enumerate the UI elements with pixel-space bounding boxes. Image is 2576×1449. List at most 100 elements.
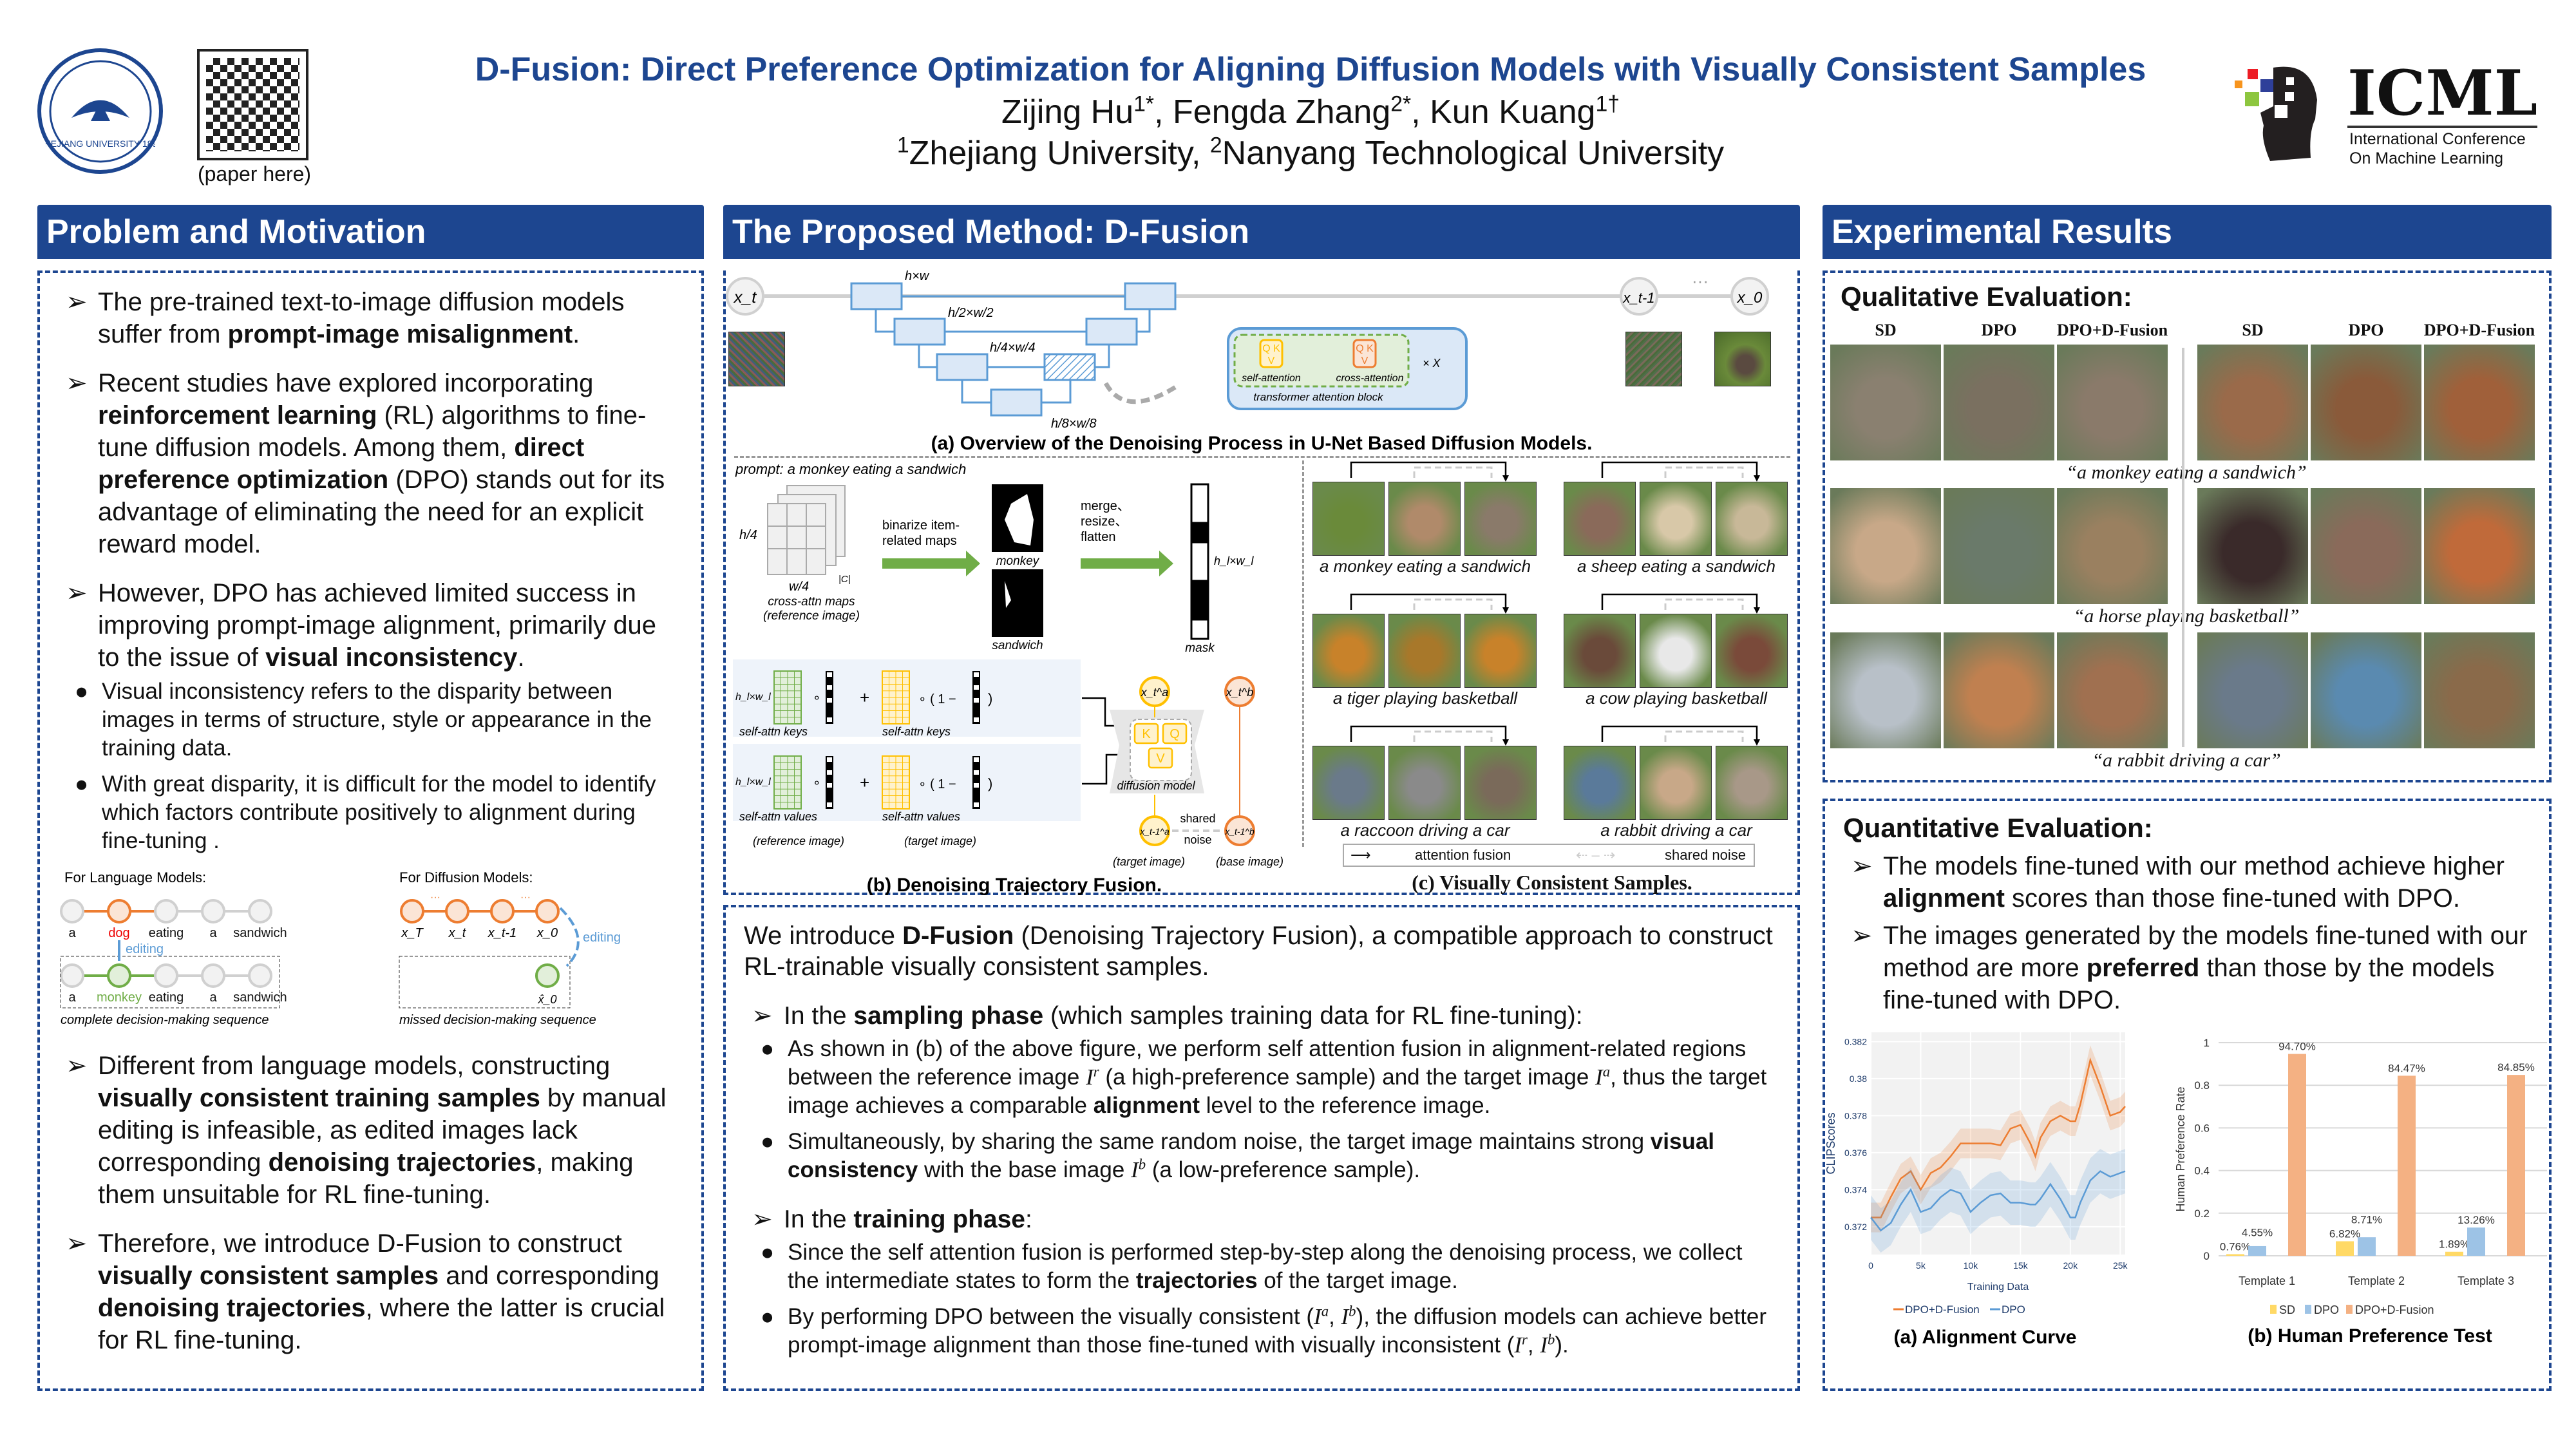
x-tick-label: 10k xyxy=(1964,1260,1979,1271)
text-segment: Nanyang Technological University xyxy=(1222,135,1725,172)
legend-label: DPO+D-Fusion xyxy=(1905,1303,1980,1316)
legend-shared-noise: shared noise xyxy=(1665,847,1746,863)
arrowhead xyxy=(1502,607,1509,614)
attention-fusion-arrow xyxy=(1350,725,1507,742)
sample-caption: a raccoon driving a car xyxy=(1340,820,1510,840)
sandwich-map-label: sandwich xyxy=(992,639,1043,652)
text-segment: 1 xyxy=(896,133,909,158)
zju-logo: ZHEJIANG UNIVERSITY 1897 xyxy=(37,48,163,174)
token-label: eating xyxy=(149,990,184,1005)
text-segment: However, DPO has achieved limited succes… xyxy=(98,579,657,672)
sample-image xyxy=(1640,746,1712,820)
section-heading-method: The Proposed Method: D-Fusion xyxy=(723,205,1800,259)
image-x0-monkey xyxy=(1714,332,1771,386)
text-segment: b xyxy=(1547,1331,1555,1348)
bar-dpo xyxy=(2248,1245,2266,1256)
ellipsis: ··· xyxy=(1692,271,1709,290)
figure-c-legend: ⟶attention fusion⇠ ‒ ⇢shared noise xyxy=(1343,844,1755,867)
bold-text: visual consistency xyxy=(788,1129,1715,1182)
text-segment: I xyxy=(1514,1332,1522,1358)
one-minus-op: ∘ ( 1 − xyxy=(918,777,956,791)
generated-image xyxy=(1944,345,2054,460)
fusion-arrows xyxy=(1350,461,1509,482)
attention-fusion-arrow xyxy=(1601,725,1758,742)
text-segment: I xyxy=(1540,1332,1548,1358)
edited-label: x̂_0 xyxy=(537,993,556,1006)
qual-separator xyxy=(2182,348,2184,747)
text-segment: I xyxy=(1314,1304,1321,1329)
y-axis-label: Human Preference Rate xyxy=(2174,1086,2187,1211)
mask-cell xyxy=(974,802,979,807)
bar-dpo-d-fusion xyxy=(2398,1075,2416,1256)
data-label: 94.70% xyxy=(2278,1041,2316,1053)
data-label: 1.89% xyxy=(2439,1238,2470,1251)
text-segment: b xyxy=(1349,1303,1356,1320)
qr-code[interactable] xyxy=(197,49,308,160)
dim-label: h/4×w/4 xyxy=(990,341,1036,355)
text-segment: I xyxy=(1086,1065,1094,1090)
text-segment: 1* xyxy=(1133,91,1155,117)
generated-image xyxy=(2197,632,2308,748)
token-label: sandwich xyxy=(233,990,287,1005)
text-segment: a xyxy=(1602,1063,1611,1080)
sub-bullet: ●As shown in (b) of the above figure, we… xyxy=(761,1036,1767,1118)
text-segment: , xyxy=(1329,1304,1341,1329)
text-segment: r xyxy=(1093,1063,1099,1080)
mask-cell xyxy=(974,757,979,762)
mask-cell xyxy=(827,770,832,775)
flatten-label: flatten xyxy=(1081,530,1115,544)
text-segment: Zhejiang University, xyxy=(909,135,1210,172)
v-label: V xyxy=(1156,752,1165,766)
sequence-box xyxy=(399,956,571,1009)
v-label: V xyxy=(1361,355,1368,366)
sub-bullet: ●With great disparity, it is difficult f… xyxy=(75,772,656,853)
data-label: 6.82% xyxy=(2329,1227,2360,1240)
monkey-map-label: monkey xyxy=(996,554,1040,568)
bold-text: training phase xyxy=(853,1206,1025,1233)
x-tick-label: 5k xyxy=(1916,1260,1926,1271)
token-node xyxy=(201,963,225,988)
attention-fusion-arrow xyxy=(1350,461,1507,478)
x-tick-label: 25k xyxy=(2113,1260,2128,1271)
text-segment: Visual inconsistency refers to the dispa… xyxy=(102,679,652,761)
generated-image xyxy=(1830,488,1941,604)
text-segment: In the xyxy=(784,1002,854,1030)
qr-caption: (paper here) xyxy=(197,162,312,185)
bold-text: visually consistent samples xyxy=(98,1262,439,1290)
token-label: eating xyxy=(149,926,184,940)
zju-logo-text: ZHEJIANG UNIVERSITY 1897 xyxy=(46,138,155,149)
y-tick-label: 0.4 xyxy=(2194,1165,2210,1177)
plus-op: + xyxy=(860,688,869,707)
q-label: Q xyxy=(1170,727,1180,741)
text-segment: The models fine-tuned with our method ac… xyxy=(1883,852,2505,880)
state-node xyxy=(535,899,560,923)
reference-image-label: (reference image) xyxy=(753,835,844,848)
dim-label: h/2×w/2 xyxy=(948,306,994,320)
method-label: DPO+D-Fusion xyxy=(2056,321,2168,339)
legend-dashed-arrow-icon: ⇠ ‒ ⇢ xyxy=(1576,847,1616,863)
y-tick-label: 0 xyxy=(2204,1250,2210,1262)
sample-image xyxy=(1716,482,1788,556)
shared-noise-arrow xyxy=(1413,730,1493,742)
merge-label: merge、 xyxy=(1081,499,1130,513)
bold-text: preferred xyxy=(2086,954,2200,982)
qualitative-section xyxy=(1823,270,2552,782)
method-figure-box xyxy=(723,270,1800,895)
bold-text: trajectories xyxy=(1135,1268,1258,1293)
generated-image xyxy=(2311,632,2421,748)
bold-text: visually consistent training samples xyxy=(98,1084,540,1112)
noise-label: noise xyxy=(1184,833,1211,846)
generated-image xyxy=(2311,345,2421,460)
generated-image xyxy=(2424,488,2535,604)
data-label: 0.76% xyxy=(2220,1240,2251,1253)
sequence-box xyxy=(60,956,280,1009)
figure-a-unet: x_t x_t-1 x_0 ··· h×w h/2×w/2 h/4×w/4 h/… xyxy=(726,270,1769,454)
legend-arrow-icon: ⟶ xyxy=(1350,847,1371,863)
mask-cell xyxy=(974,698,979,703)
generated-image xyxy=(2424,345,2535,460)
self-attention-label: self-attention xyxy=(1242,373,1301,384)
bar-sd xyxy=(2336,1241,2354,1256)
method-label: DPO+D-Fusion xyxy=(2423,321,2535,339)
token-label: monkey xyxy=(97,990,142,1005)
fusion-arrows xyxy=(1601,725,1760,746)
